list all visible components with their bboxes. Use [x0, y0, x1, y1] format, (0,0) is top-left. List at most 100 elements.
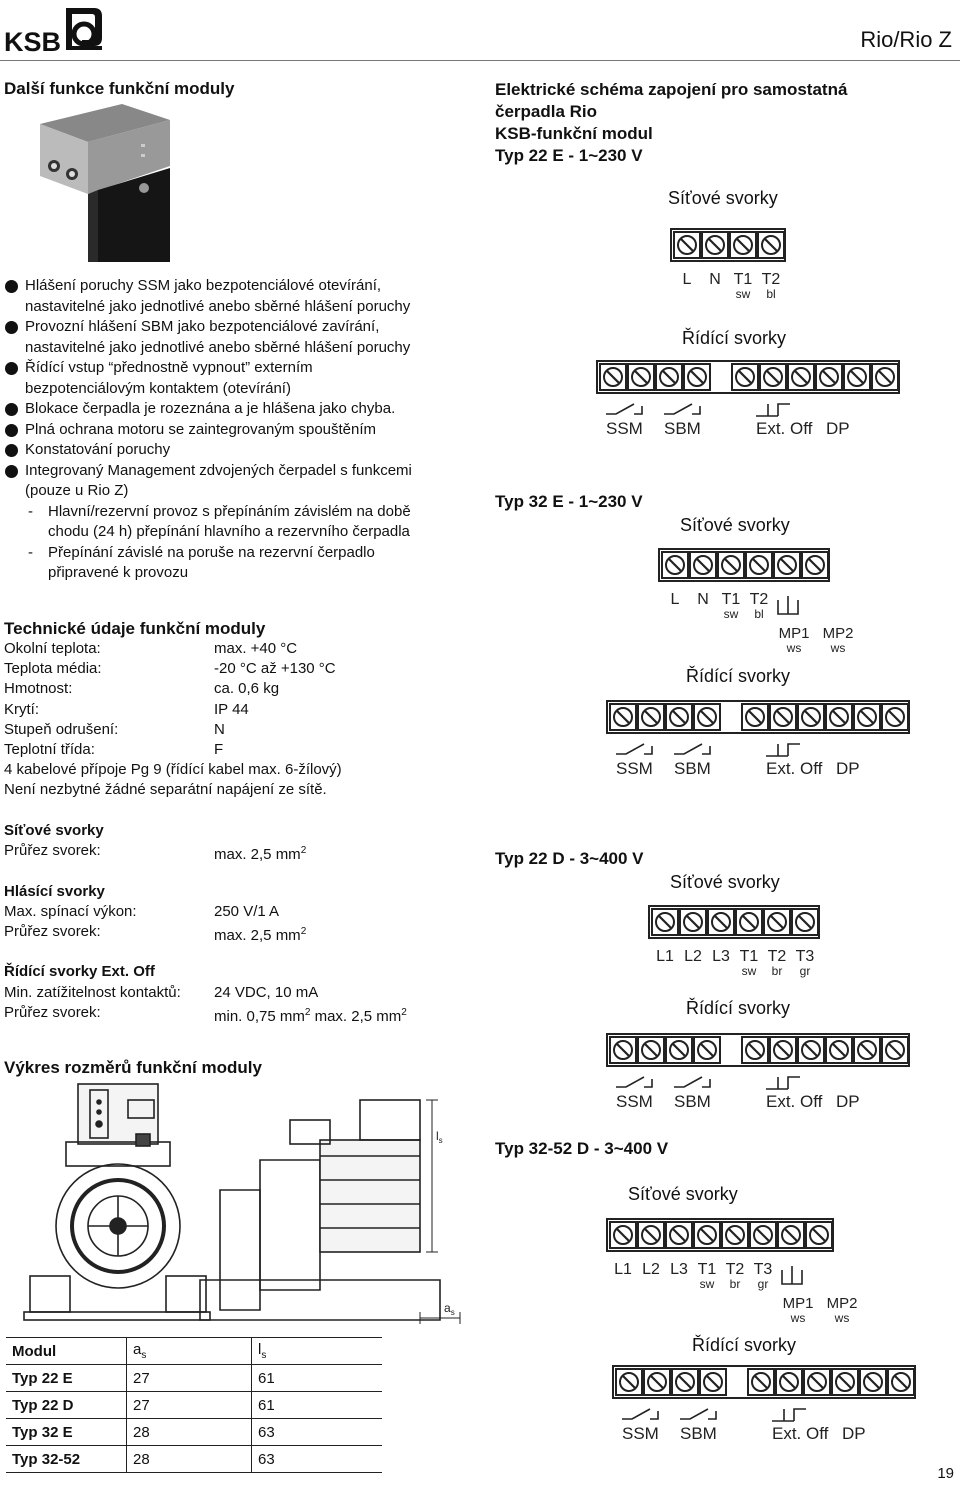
- table-cell: 28: [126, 1418, 252, 1446]
- table-cell: 63: [251, 1418, 382, 1446]
- tech-data-table: Okolní teplota:max. +40 °C Teplota média:…: [4, 639, 464, 760]
- list-item: bezpotenciálovým kontaktem (otevírání): [25, 379, 291, 397]
- wire-color-label: sw: [736, 287, 751, 301]
- contact-symbol: [664, 403, 701, 415]
- mains-terminals-title: Síťové svorky: [4, 822, 104, 839]
- wire-color-label: gr: [800, 964, 811, 978]
- terminal-label: T3: [796, 948, 815, 965]
- control-load-value: 24 VDC, 10 mA: [214, 983, 319, 1001]
- header-divider: [0, 60, 960, 61]
- control-terminals-label: Řídící svorky: [692, 1335, 797, 1355]
- wire-color-label: sw: [742, 964, 757, 978]
- list-item: nastavitelné jako jednotlivé anebo sběrn…: [25, 297, 411, 315]
- tech-row: Teplota média:-20 °C až +130 °C: [4, 660, 336, 678]
- signal-power-value: 250 V/1 A: [214, 902, 280, 920]
- list-item: -Přepínání závislé na poruše na rezervní…: [28, 543, 375, 561]
- list-item: -Hlavní/rezervní provoz s přepínáním záv…: [28, 502, 411, 520]
- table-cell: 27: [126, 1364, 252, 1392]
- control-terminal-label: SSM: [606, 419, 643, 438]
- control-terminals-label: Řídící svorky: [682, 328, 787, 348]
- tech-note-cables: 4 kabelové přípoje Pg 9 (řídící kabel ma…: [4, 761, 342, 778]
- terminal-label: L2: [684, 948, 702, 965]
- terminal-specs: Síťové svorky Průřez svorek: max. 2,5 mm…: [4, 821, 474, 1025]
- section-title-functions: Další funkce funkční moduly: [4, 79, 235, 98]
- table-cell: 63: [251, 1445, 382, 1473]
- wire-color-label: ws: [830, 641, 846, 655]
- contact-symbol: [766, 1076, 800, 1090]
- control-terminal-label: DP: [836, 1092, 860, 1111]
- wiring-title: Elektrické schéma zapojení pro samostatn…: [495, 80, 848, 165]
- table-cell: Typ 32 E: [6, 1418, 127, 1446]
- wire-color-label: br: [730, 1277, 741, 1291]
- control-terminal-label: Ext. Off: [772, 1424, 829, 1443]
- control-terminal-label: SBM: [674, 759, 711, 778]
- signal-section-value: max. 2,5 mm2: [214, 925, 307, 944]
- control-terminal-label: DP: [842, 1424, 866, 1443]
- tech-row: Okolní teplota:max. +40 °C: [4, 640, 298, 657]
- document-title: Rio/Rio Z: [860, 27, 952, 52]
- tech-notes: 4 kabelové přípoje Pg 9 (řídící kabel ma…: [4, 760, 342, 800]
- terminal-label: L3: [712, 948, 730, 965]
- list-item: připravené k provozu: [48, 564, 189, 581]
- wire-color-label: ws: [790, 1311, 806, 1325]
- tech-note-power: Není nezbytné žádné separátní napájení z…: [4, 781, 327, 799]
- list-item: Provozní hlášení SBM jako bezpotenciálov…: [4, 317, 484, 338]
- mp-terminal-label: MP2: [823, 625, 854, 642]
- control-terminal-label: SBM: [674, 1092, 711, 1111]
- contact-symbol: [680, 1408, 717, 1420]
- list-item: Plná ochrana motoru se zaintegrovaným sp…: [4, 420, 484, 441]
- contact-symbol: [616, 1076, 653, 1088]
- wire-color-label: bl: [766, 287, 775, 301]
- control-terminal-label: DP: [826, 419, 850, 438]
- table-header-row: Modul as ls: [6, 1337, 382, 1365]
- terminal-label: T1: [740, 948, 759, 965]
- dimension-drawing: ls as: [20, 1080, 470, 1330]
- contact-symbol: [766, 743, 800, 757]
- dimension-drawing-title: Výkres rozměrů funkční moduly: [4, 1058, 262, 1077]
- terminal-label: T2: [768, 948, 787, 965]
- control-section-value: min. 0,75 mm2 max. 2,5 mm2: [214, 1006, 407, 1025]
- table-cell: 61: [251, 1364, 382, 1392]
- contact-symbol: [622, 1408, 659, 1420]
- wire-color-label: gr: [758, 1277, 769, 1291]
- svg-text:ls: ls: [436, 1129, 443, 1145]
- mains-terminals-label: Síťové svorky: [680, 515, 790, 535]
- control-terminal-label: SBM: [664, 419, 701, 438]
- terminal-label: N: [697, 591, 709, 608]
- contact-symbol: [756, 403, 790, 417]
- tech-row: Stupeň odrušení:N: [4, 720, 225, 738]
- feature-list: Hlášení poruchy SSM jako bezpotenciálové…: [4, 276, 484, 584]
- list-item: Konstatování poruchy: [4, 440, 484, 461]
- contact-symbol: [616, 743, 653, 755]
- mp-terminal-label: MP1: [783, 1295, 814, 1312]
- ground-symbol: [777, 596, 799, 615]
- table-cell: 28: [126, 1445, 252, 1473]
- header-ls: ls: [251, 1337, 382, 1365]
- mp-terminal-label: MP1: [779, 625, 810, 642]
- mains-section-value: max. 2,5 mm2: [214, 845, 307, 864]
- control-terminal-label: Ext. Off: [766, 1092, 823, 1111]
- terminal-label: T2: [762, 271, 781, 288]
- tech-row: Krytí:IP 44: [4, 700, 249, 718]
- terminal-label: L3: [670, 1261, 688, 1278]
- terminal-label: T3: [754, 1261, 773, 1278]
- ground-symbol: [781, 1266, 803, 1285]
- mains-terminals-label: Síťové svorky: [628, 1184, 738, 1204]
- signal-section-label: Průřez svorek:: [4, 922, 101, 940]
- logo-text: KSB: [4, 27, 61, 57]
- control-terminals-label: Řídící svorky: [686, 666, 791, 686]
- signal-power-label: Max. spínací výkon:: [4, 902, 137, 920]
- wire-color-label: ws: [834, 1311, 850, 1325]
- control-terminals-title: Řídící svorky Ext. Off: [4, 963, 155, 981]
- terminal-label: N: [709, 271, 721, 288]
- table-cell: Typ 22 D: [6, 1391, 127, 1419]
- wire-color-label: sw: [724, 607, 739, 621]
